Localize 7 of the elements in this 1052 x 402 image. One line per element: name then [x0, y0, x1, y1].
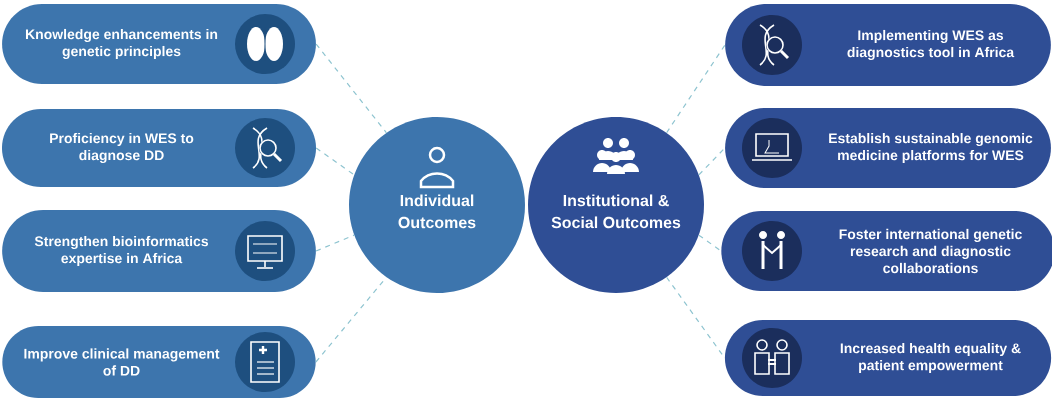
connector-line: [698, 147, 726, 176]
connector-line: [315, 43, 388, 134]
connector-line: [666, 44, 726, 134]
connector-line: [315, 234, 355, 252]
connector-line: [315, 276, 388, 363]
connector-line: [315, 147, 355, 176]
connector-line: [698, 234, 722, 252]
